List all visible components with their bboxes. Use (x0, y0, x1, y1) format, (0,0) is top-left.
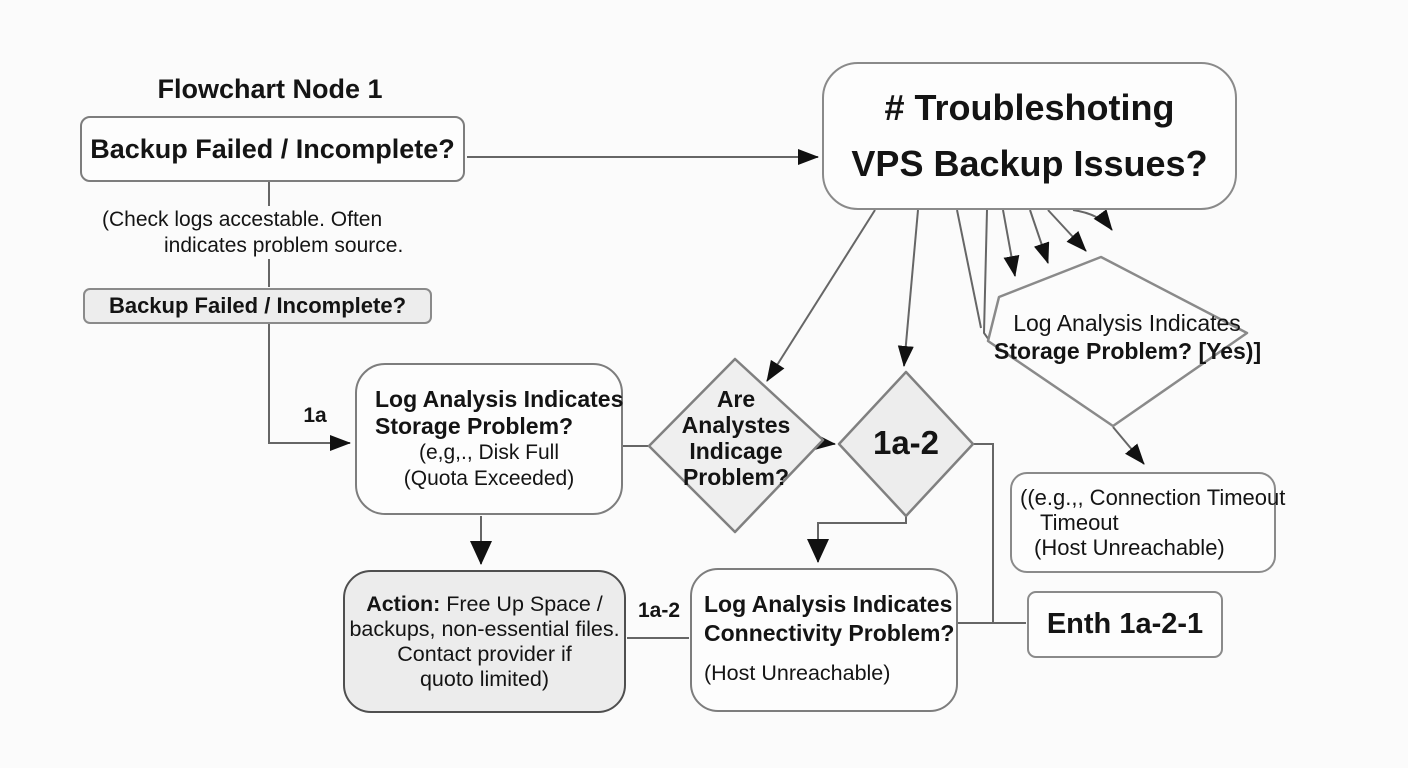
edge-1a2-to-enth (974, 443, 994, 622)
storage-line-1: Log Analysis Indicates (375, 386, 624, 412)
node-connectivity-problem: Log Analysis Indicates Connectivity Prob… (690, 568, 958, 712)
edge-main-to-hex-3 (1047, 209, 1087, 252)
edge-main-to-1a2 (897, 209, 919, 367)
edge-1a2-to-connectivity (807, 513, 907, 563)
edge-main-to-analysts (766, 209, 876, 382)
storage-line-4: (Quota Exceeded) (403, 467, 575, 490)
action-prefix: Action: (366, 591, 441, 616)
edge-main-fan-merge (956, 209, 982, 329)
node-backup-failed: Backup Failed / Incomplete? (80, 116, 465, 182)
check-logs-note: (Check logs accestable. Often indicates … (102, 207, 462, 259)
analysts-line-4: Problem? (682, 464, 790, 490)
connectivity-line-1: Log Analysis Indicates (704, 591, 953, 617)
action-line-2: backups, non-essential files. (349, 616, 620, 641)
main-line-1: # Troubleshoting (884, 87, 1175, 128)
enth-label: Enth 1a-2-1 (1046, 608, 1204, 640)
edge-hex-to-timeout (1112, 426, 1145, 465)
connectivity-line-2: Connectivity Problem? (704, 620, 955, 646)
action-line-1-rest: Free Up Space / (446, 591, 603, 616)
analysts-line-2: Analystes (681, 412, 791, 438)
storage-line-3: (e,g,., Disk Full (418, 441, 560, 464)
edge-main-to-hex-1 (1002, 209, 1020, 277)
note-line-2: indicates problem source. (164, 234, 404, 257)
analysts-line-3: Indicage (689, 438, 783, 464)
1a2-diamond-shape (837, 370, 975, 518)
diagram-title: Flowchart Node 1 (157, 74, 383, 104)
timeout-line-2: Timeout (1040, 510, 1119, 535)
node-storage-problem: Log Analysis Indicates Storage Problem? … (355, 363, 623, 515)
node-backup-failed-gray: Backup Failed / Incomplete? (83, 288, 432, 324)
node-backup-failed-label: Backup Failed / Incomplete? (90, 133, 455, 164)
edge-main-to-hex-left (982, 209, 990, 341)
edge-main-to-hex-4 (1072, 209, 1113, 231)
storage-yes-hexagon-shape (986, 255, 1249, 428)
edge-label-1a-2: 1a-2 (637, 599, 681, 622)
connectivity-line-3: (Host Unreachable) (704, 661, 891, 685)
action-line-3: Contact provider if (397, 641, 572, 666)
1a2-label: 1a-2 (872, 424, 940, 461)
action-line-1: Action: Free Up Space / (366, 592, 603, 617)
node-analysts-diamond: Are Analystes Indicage Problem? (649, 386, 823, 490)
note-line-1: (Check logs accestable. Often (102, 208, 383, 231)
node-troubleshooting-main: # Troubleshoting VPS Backup Issues? (822, 62, 1237, 210)
storage-line-2: Storage Problem? (375, 413, 574, 439)
timeout-line-3: (Host Unreachable) (1034, 535, 1225, 560)
storage-yes-line-2: Storage Problem? [Yes)] (994, 338, 1262, 364)
node-connection-timeout: ((e.g.,, Connection Timeout Timeout (Hos… (1010, 472, 1286, 573)
node-action-free-space: Action: Free Up Space / backups, non-ess… (343, 570, 626, 713)
action-line-4: quoto limited) (419, 666, 550, 691)
node-enth-1a21: Enth 1a-2-1 (1027, 591, 1223, 658)
main-line-2: VPS Backup Issues? (851, 143, 1208, 184)
edge-main-to-hex-2 (1029, 209, 1050, 264)
analysts-diamond-shape (647, 357, 825, 534)
node-1a2-diamond: 1a-2 (839, 424, 973, 462)
storage-yes-line-1: Log Analysis Indicates (1013, 310, 1241, 336)
analysts-line-1: Are (716, 386, 756, 412)
edge-label-1a: 1a (303, 404, 327, 427)
edge-startgray-to-storage (268, 324, 351, 451)
node-backup-failed-gray-label: Backup Failed / Incomplete? (108, 293, 407, 318)
timeout-line-1: ((e.g.,, Connection Timeout (1020, 485, 1286, 510)
edge-analysts-to-1a2 (814, 434, 836, 450)
node-storage-yes-hexagon: Log Analysis Indicates Storage Problem? … (994, 309, 1262, 365)
